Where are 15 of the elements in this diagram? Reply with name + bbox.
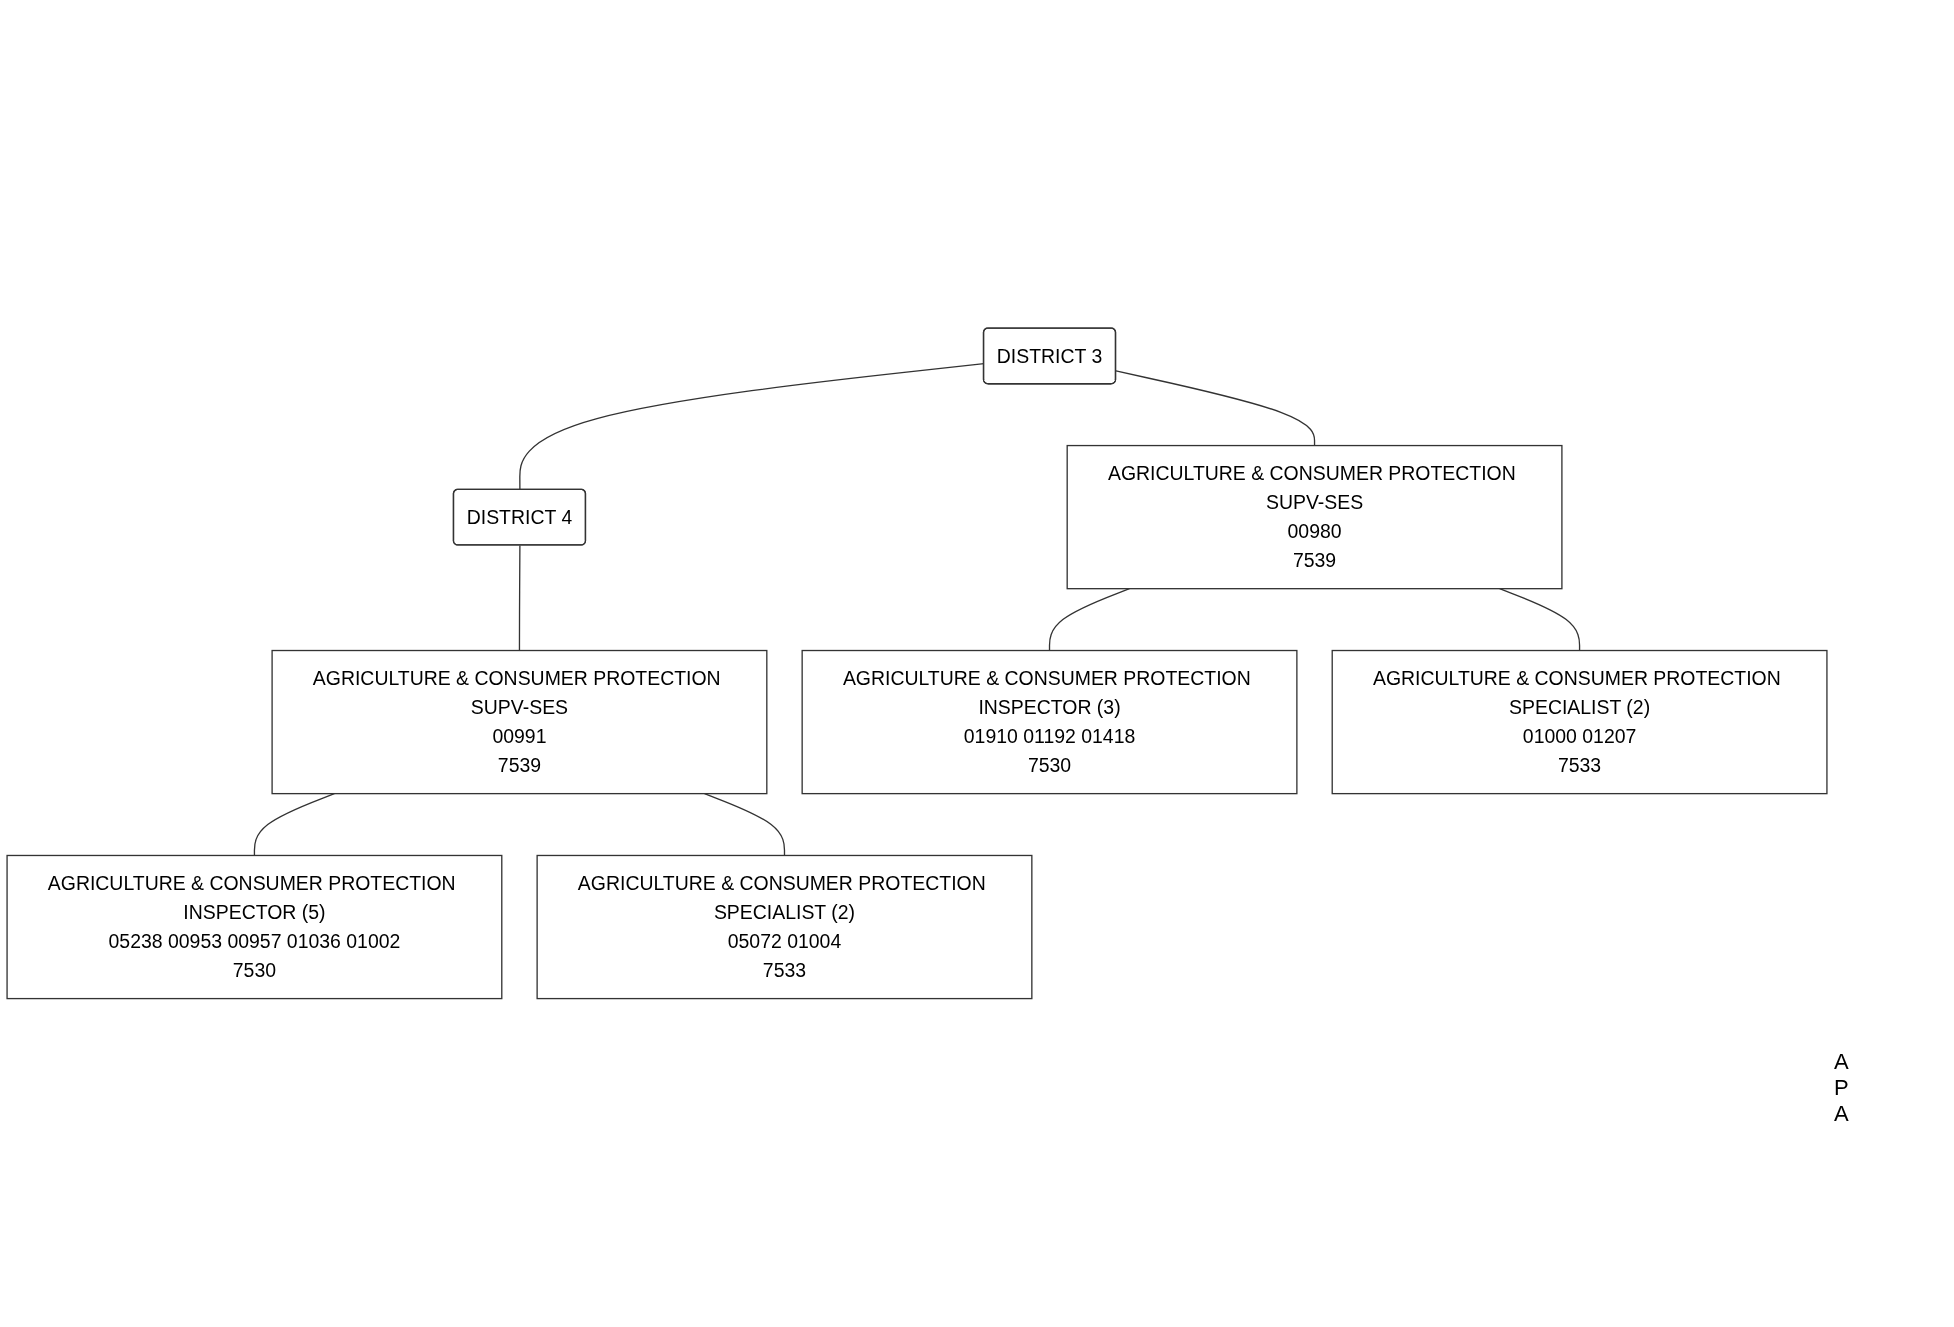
node-box: AGRICULTURE & CONSUMER PROTECTION INSPECTOR (5) 05238 00953 00957 01036 01002 7530 [6,855,503,1000]
connector [253,793,336,857]
connector [1498,588,1581,652]
connector [1048,588,1131,652]
cut-off-note-text: A [1834,1101,1850,1127]
node-box: AGRICULTURE & CONSUMER PROTECTION SPECIALIST (2) 05072 01004 7533 [536,855,1033,1000]
node-box: AGRICULTURE & CONSUMER PROTECTION SUPV-SES 00980 7539 [1066,445,1563,590]
cut-off-note-text: P [1834,1075,1850,1101]
node-box: AGRICULTURE & CONSUMER PROTECTION SUPV-SES 00991 7539 [271,650,768,795]
node-box: AGRICULTURE & CONSUMER PROTECTION INSPECTOR (3) 01910 01192 01418 7530 [801,650,1298,795]
connector [518,544,521,652]
node-box: AGRICULTURE & CONSUMER PROTECTION SPECIALIST (2) 01000 01207 7533 [1331,650,1828,795]
cut-off-note-text: A [1834,1049,1850,1075]
connector [1115,370,1316,447]
connector [703,793,786,857]
